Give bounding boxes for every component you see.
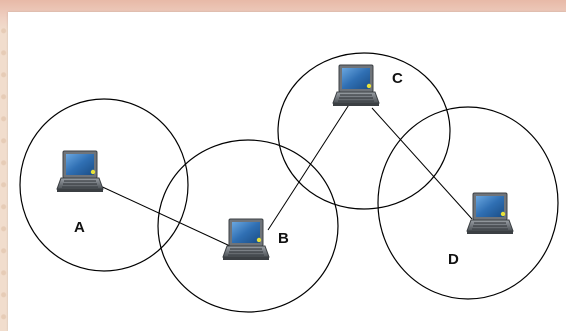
node-label-d: D xyxy=(448,251,459,268)
laptop-icon-c xyxy=(332,64,380,107)
range-circle-c xyxy=(277,52,451,210)
node-label-b: B xyxy=(278,230,289,247)
diagram-canvas xyxy=(8,12,566,331)
range-circle-b xyxy=(157,139,339,313)
link-b-c xyxy=(267,99,353,231)
laptop-icon-b xyxy=(222,218,270,261)
range-circle-d xyxy=(377,106,559,300)
range-circle-a xyxy=(19,98,189,272)
node-label-a: A xyxy=(74,219,85,236)
node-label-c: C xyxy=(392,70,403,87)
link-c-d xyxy=(371,107,473,220)
laptop-icon-d xyxy=(466,192,514,235)
laptop-icon-a xyxy=(56,150,104,193)
link-a-b xyxy=(95,183,231,247)
